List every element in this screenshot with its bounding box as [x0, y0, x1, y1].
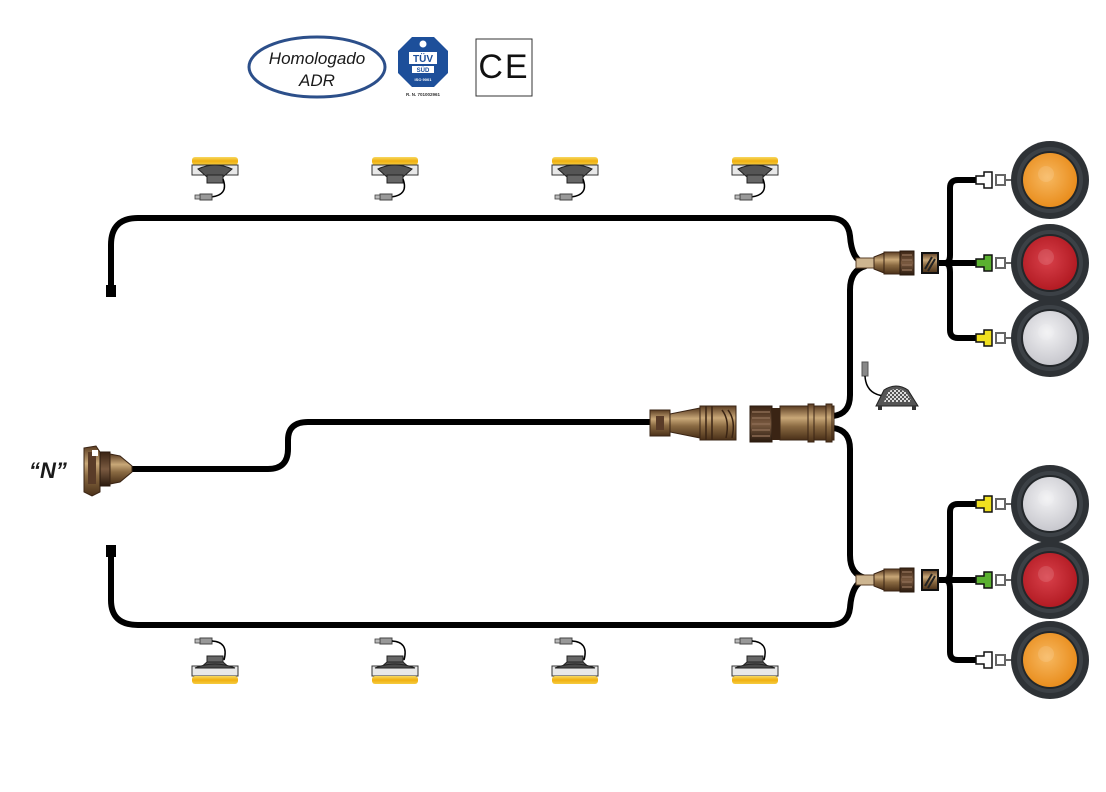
- adr-certification-badge: Homologado ADR: [247, 35, 387, 99]
- cable-branch-top-3: [938, 260, 980, 341]
- lamp-lens-amber: [1023, 153, 1077, 207]
- side-marker-top-3: [551, 157, 599, 201]
- tuv-top-text: TÜV: [413, 52, 433, 65]
- side-marker-bottom-1: [191, 637, 239, 684]
- license-plate-lamp: [861, 361, 919, 410]
- rear-lamp-top-1-amber: [975, 141, 1089, 219]
- sub-connector-bottom: [855, 567, 939, 593]
- adr-badge-line2: ADR: [298, 71, 335, 90]
- rear-lamps-bottom: [975, 465, 1089, 699]
- lamp-terminal-white: [975, 651, 1012, 669]
- cable-end-cap-bottom: [106, 545, 116, 557]
- cable-end-cap-top: [106, 285, 116, 297]
- side-markers-top: [191, 157, 779, 201]
- sub-connector-top: [855, 250, 939, 276]
- ce-mark: CE: [475, 38, 533, 97]
- central-socket: [749, 403, 835, 443]
- side-markers-bottom: [191, 637, 779, 684]
- side-marker-top-2: [371, 157, 419, 201]
- cable-branch-top-1: [938, 177, 980, 266]
- lamp-terminal-yellow: [975, 329, 1012, 347]
- ce-mark-text: CE: [478, 48, 529, 86]
- rear-lamp-bottom-3-amber: [975, 621, 1089, 699]
- lamp-terminal-white: [975, 171, 1012, 189]
- lamp-terminal-yellow: [975, 495, 1012, 513]
- cable-branch-bottom-1: [938, 501, 980, 583]
- tuv-reg-number: R. N. 701002961: [406, 92, 441, 97]
- adr-badge-line1: Homologado: [269, 49, 365, 68]
- rear-lamps-top: [975, 141, 1089, 377]
- cable-harness: [108, 177, 980, 663]
- tuv-bottom-text: SÜD: [417, 67, 430, 74]
- cable-top: [108, 215, 867, 290]
- side-marker-top-1: [191, 157, 239, 201]
- cable-bottom: [108, 552, 867, 628]
- rear-lamp-bottom-2-red: [975, 541, 1089, 619]
- lamp-terminal-green: [975, 254, 1012, 272]
- side-marker-bottom-4: [731, 637, 779, 684]
- main-connector-n: “N”: [29, 445, 133, 497]
- lamp-lens-red: [1023, 236, 1077, 290]
- tuv-certification-badge: TÜV SÜD ISO 9001 R. N. 701002961: [398, 37, 448, 97]
- side-marker-top-4: [731, 157, 779, 201]
- cable-branch-bottom-3: [938, 577, 980, 663]
- main-connector-label: “N”: [29, 458, 67, 483]
- cable-trunk-up: [832, 263, 867, 419]
- side-marker-bottom-2: [371, 637, 419, 684]
- lamp-lens-red: [1023, 553, 1077, 607]
- lamp-lens-clear: [1023, 477, 1077, 531]
- lamp-lens-amber: [1023, 633, 1077, 687]
- cable-trunk-down: [832, 425, 867, 581]
- central-plug: [649, 405, 737, 441]
- lamp-terminal-green: [975, 571, 1012, 589]
- tuv-iso-text: ISO 9001: [415, 77, 433, 82]
- rear-lamp-top-2-red: [975, 224, 1089, 302]
- side-marker-bottom-3: [551, 637, 599, 684]
- rear-lamp-top-3-clear: [975, 299, 1089, 377]
- lamp-lens-clear: [1023, 311, 1077, 365]
- rear-lamp-bottom-1-clear: [975, 465, 1089, 543]
- cable-main: [132, 419, 652, 472]
